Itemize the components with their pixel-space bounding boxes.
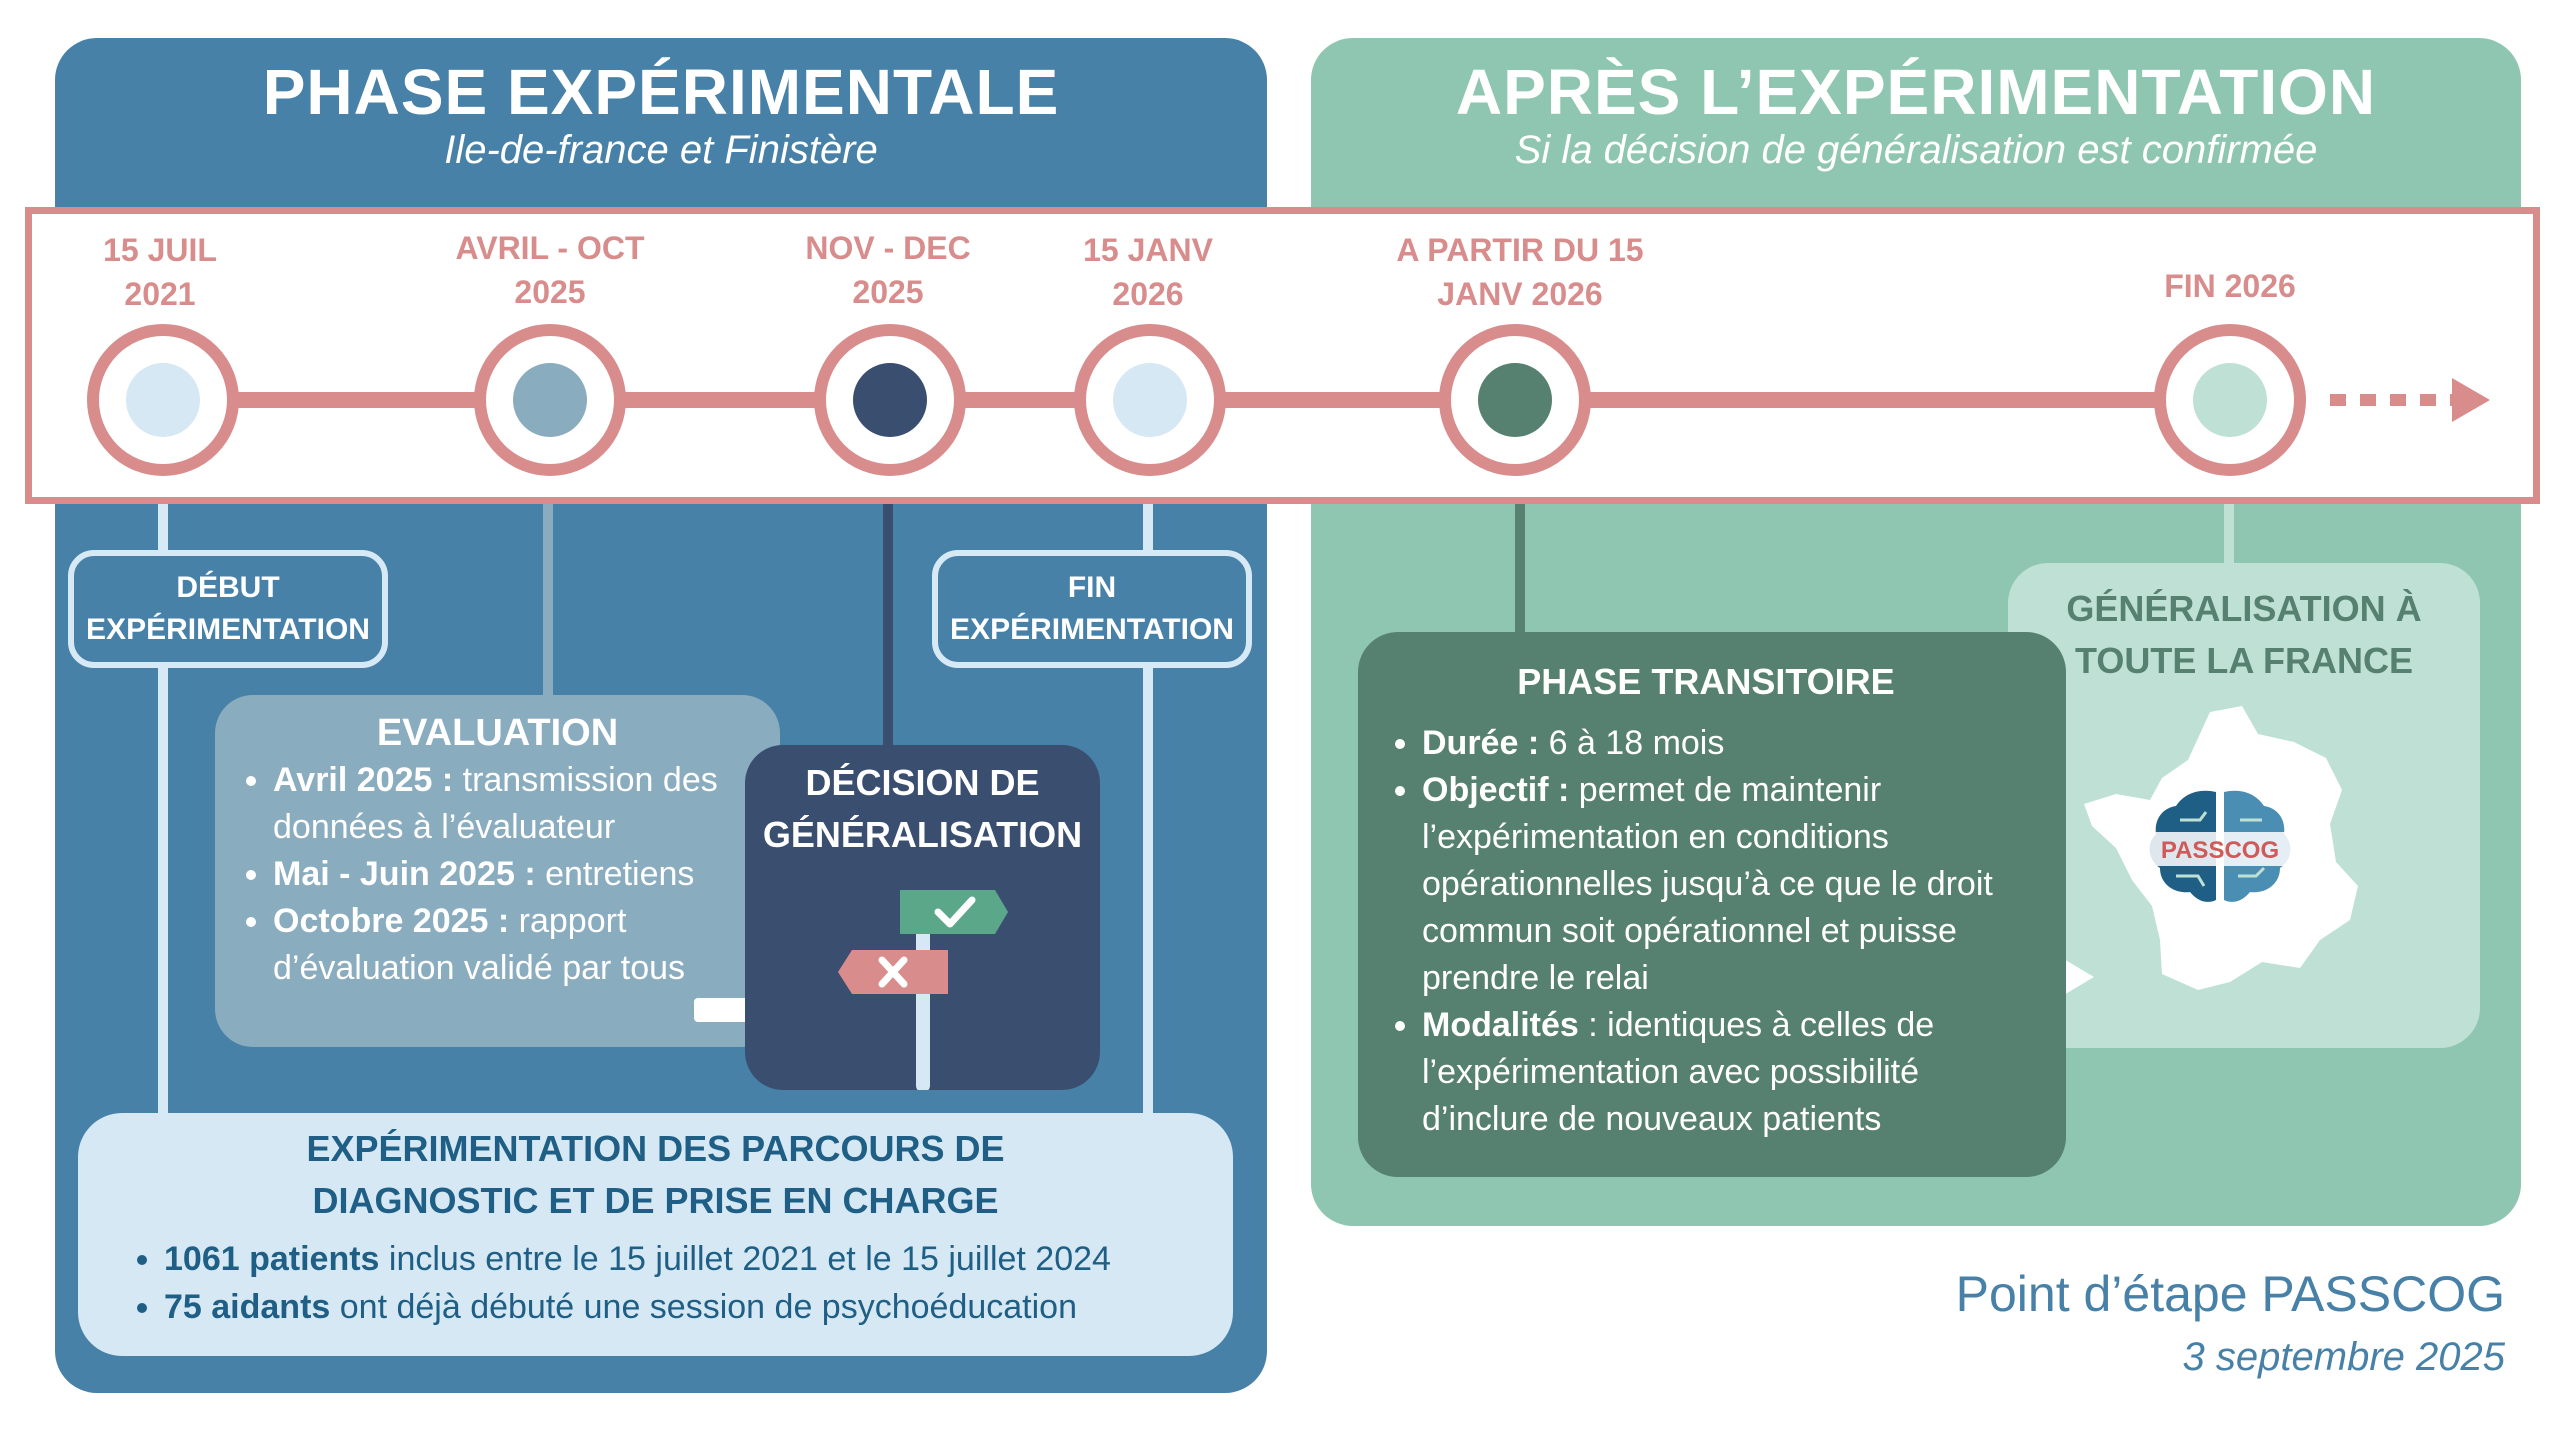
transition-item-3: Modalités : identiques à celles de l’exp… <box>1422 1002 2026 1143</box>
debut-tag-line1: DÉBUT <box>176 571 280 604</box>
decision-title-line2: GÉNÉRALISATION <box>762 814 1083 855</box>
transition-title: PHASE TRANSITOIRE <box>1517 661 1895 702</box>
footer-title: Point d’étape PASSCOG <box>1955 1266 2505 1322</box>
evaluation-title: EVALUATION <box>376 712 619 754</box>
connector-line-start <box>158 500 168 1120</box>
cross-icon <box>878 956 908 988</box>
milestone-dot-3 <box>853 363 927 437</box>
right-phase-subtitle: Si la décision de généralisation est con… <box>1514 128 2318 172</box>
generalisation-title: GÉNÉRALISATION À TOUTE LA FRANCE <box>2008 583 2480 687</box>
milestone-date-5-line1: A PARTIR DU 15 <box>1396 232 1644 268</box>
france-map-icon: PASSCOG <box>2084 706 2358 990</box>
milestone-date-4: 15 JANV 2026 <box>998 228 1298 316</box>
milestone-date-5-line2: JANV 2026 <box>1437 276 1603 312</box>
connector-line-decision <box>883 500 893 750</box>
timeline-svg <box>87 324 2490 476</box>
milestone-date-3: NOV - DEC 2025 <box>738 226 1038 314</box>
generalisation-title-line2: TOUTE LA FRANCE <box>2075 640 2413 681</box>
experimentation-item-2: 75 aidants ont déjà débuté une session d… <box>164 1283 1233 1331</box>
experimentation-title-line2: DIAGNOSTIC ET DE PRISE EN CHARGE <box>312 1180 999 1221</box>
milestone-date-3-line2: 2025 <box>852 274 924 310</box>
milestone-dot-6 <box>2193 363 2267 437</box>
transition-list: Durée : 6 à 18 mois Objectif : permet de… <box>1386 720 2026 1143</box>
evaluation-item-3: Octobre 2025 : rapport d’évaluation vali… <box>273 898 693 992</box>
milestone-date-2: AVRIL - OCT 2025 <box>400 226 700 314</box>
milestone-date-6-line1: FIN 2026 <box>2164 268 2296 304</box>
connector-line-generalisation <box>2224 500 2234 565</box>
footer-date: 3 septembre 2025 <box>2182 1335 2505 1379</box>
experimentation-title-line1: EXPÉRIMENTATION DES PARCOURS DE <box>306 1128 1005 1169</box>
connector-line-evaluation <box>543 500 553 700</box>
fin-experimentation-tag: FIN EXPÉRIMENTATION <box>932 550 1252 668</box>
milestone-date-2-line2: 2025 <box>514 274 586 310</box>
check-icon <box>934 896 976 928</box>
milestone-dot-2 <box>513 363 587 437</box>
debut-experimentation-tag: DÉBUT EXPÉRIMENTATION <box>68 550 388 668</box>
milestone-date-1-line2: 2021 <box>124 276 196 312</box>
milestone-date-4-line2: 2026 <box>1112 276 1184 312</box>
milestone-dot-4 <box>1113 363 1187 437</box>
fin-tag-line2: EXPÉRIMENTATION <box>950 613 1234 646</box>
milestone-date-5: A PARTIR DU 15 JANV 2026 <box>1370 228 1670 316</box>
transition-item-2: Objectif : permet de maintenir l’expérim… <box>1422 767 2026 1002</box>
milestone-date-3-line1: NOV - DEC <box>805 230 971 266</box>
transition-item-1: Durée : 6 à 18 mois <box>1422 720 2026 767</box>
left-phase-title: PHASE EXPÉRIMENTALE <box>262 56 1060 128</box>
milestone-date-1: 15 JUIL 2021 <box>10 228 310 316</box>
check-sign <box>900 890 1008 934</box>
evaluation-item-1: Avril 2025 : transmission des données à … <box>273 757 758 851</box>
experimentation-title: EXPÉRIMENTATION DES PARCOURS DE DIAGNOST… <box>78 1123 1233 1227</box>
connector-line-end <box>1143 500 1153 1120</box>
evaluation-list: Avril 2025 : transmission des données à … <box>237 757 758 992</box>
timeline-band <box>25 207 2540 504</box>
milestone-date-6: FIN 2026 <box>2080 264 2380 308</box>
passcog-logo-text: PASSCOG <box>2161 837 2279 864</box>
milestone-dot-1 <box>126 363 200 437</box>
evaluation-box: EVALUATION Avril 2025 : transmission des… <box>215 695 780 1047</box>
passcog-logo: PASSCOG <box>2146 790 2294 904</box>
connector-line-transition <box>1515 500 1525 635</box>
experimentation-list: 1061 patients inclus entre le 15 juillet… <box>128 1235 1233 1331</box>
signpost-icon <box>838 890 1008 1090</box>
milestone-date-4-line1: 15 JANV <box>1083 232 1213 268</box>
evaluation-item-2: Mai - Juin 2025 : entretiens <box>273 851 758 898</box>
fin-tag-line1: FIN <box>1067 571 1117 604</box>
right-phase-title: APRÈS L’EXPÉRIMENTATION <box>1455 56 2377 128</box>
debut-tag-line2: EXPÉRIMENTATION <box>86 613 370 646</box>
milestone-date-2-line1: AVRIL - OCT <box>455 230 645 266</box>
decision-title-line1: DÉCISION DE <box>805 762 1040 803</box>
generalisation-title-line1: GÉNÉRALISATION À <box>2066 588 2422 629</box>
transition-box: PHASE TRANSITOIRE Durée : 6 à 18 mois Ob… <box>1358 632 2066 1177</box>
milestone-date-1-line1: 15 JUIL <box>103 232 217 268</box>
left-phase-subtitle: Ile-de-france et Finistère <box>444 128 878 172</box>
experimentation-box: EXPÉRIMENTATION DES PARCOURS DE DIAGNOST… <box>78 1113 1233 1356</box>
experimentation-item-1: 1061 patients inclus entre le 15 juillet… <box>164 1235 1233 1283</box>
decision-title: DÉCISION DE GÉNÉRALISATION <box>745 757 1100 861</box>
timeline-arrow-head <box>2452 378 2490 422</box>
milestone-dot-5 <box>1478 363 1552 437</box>
